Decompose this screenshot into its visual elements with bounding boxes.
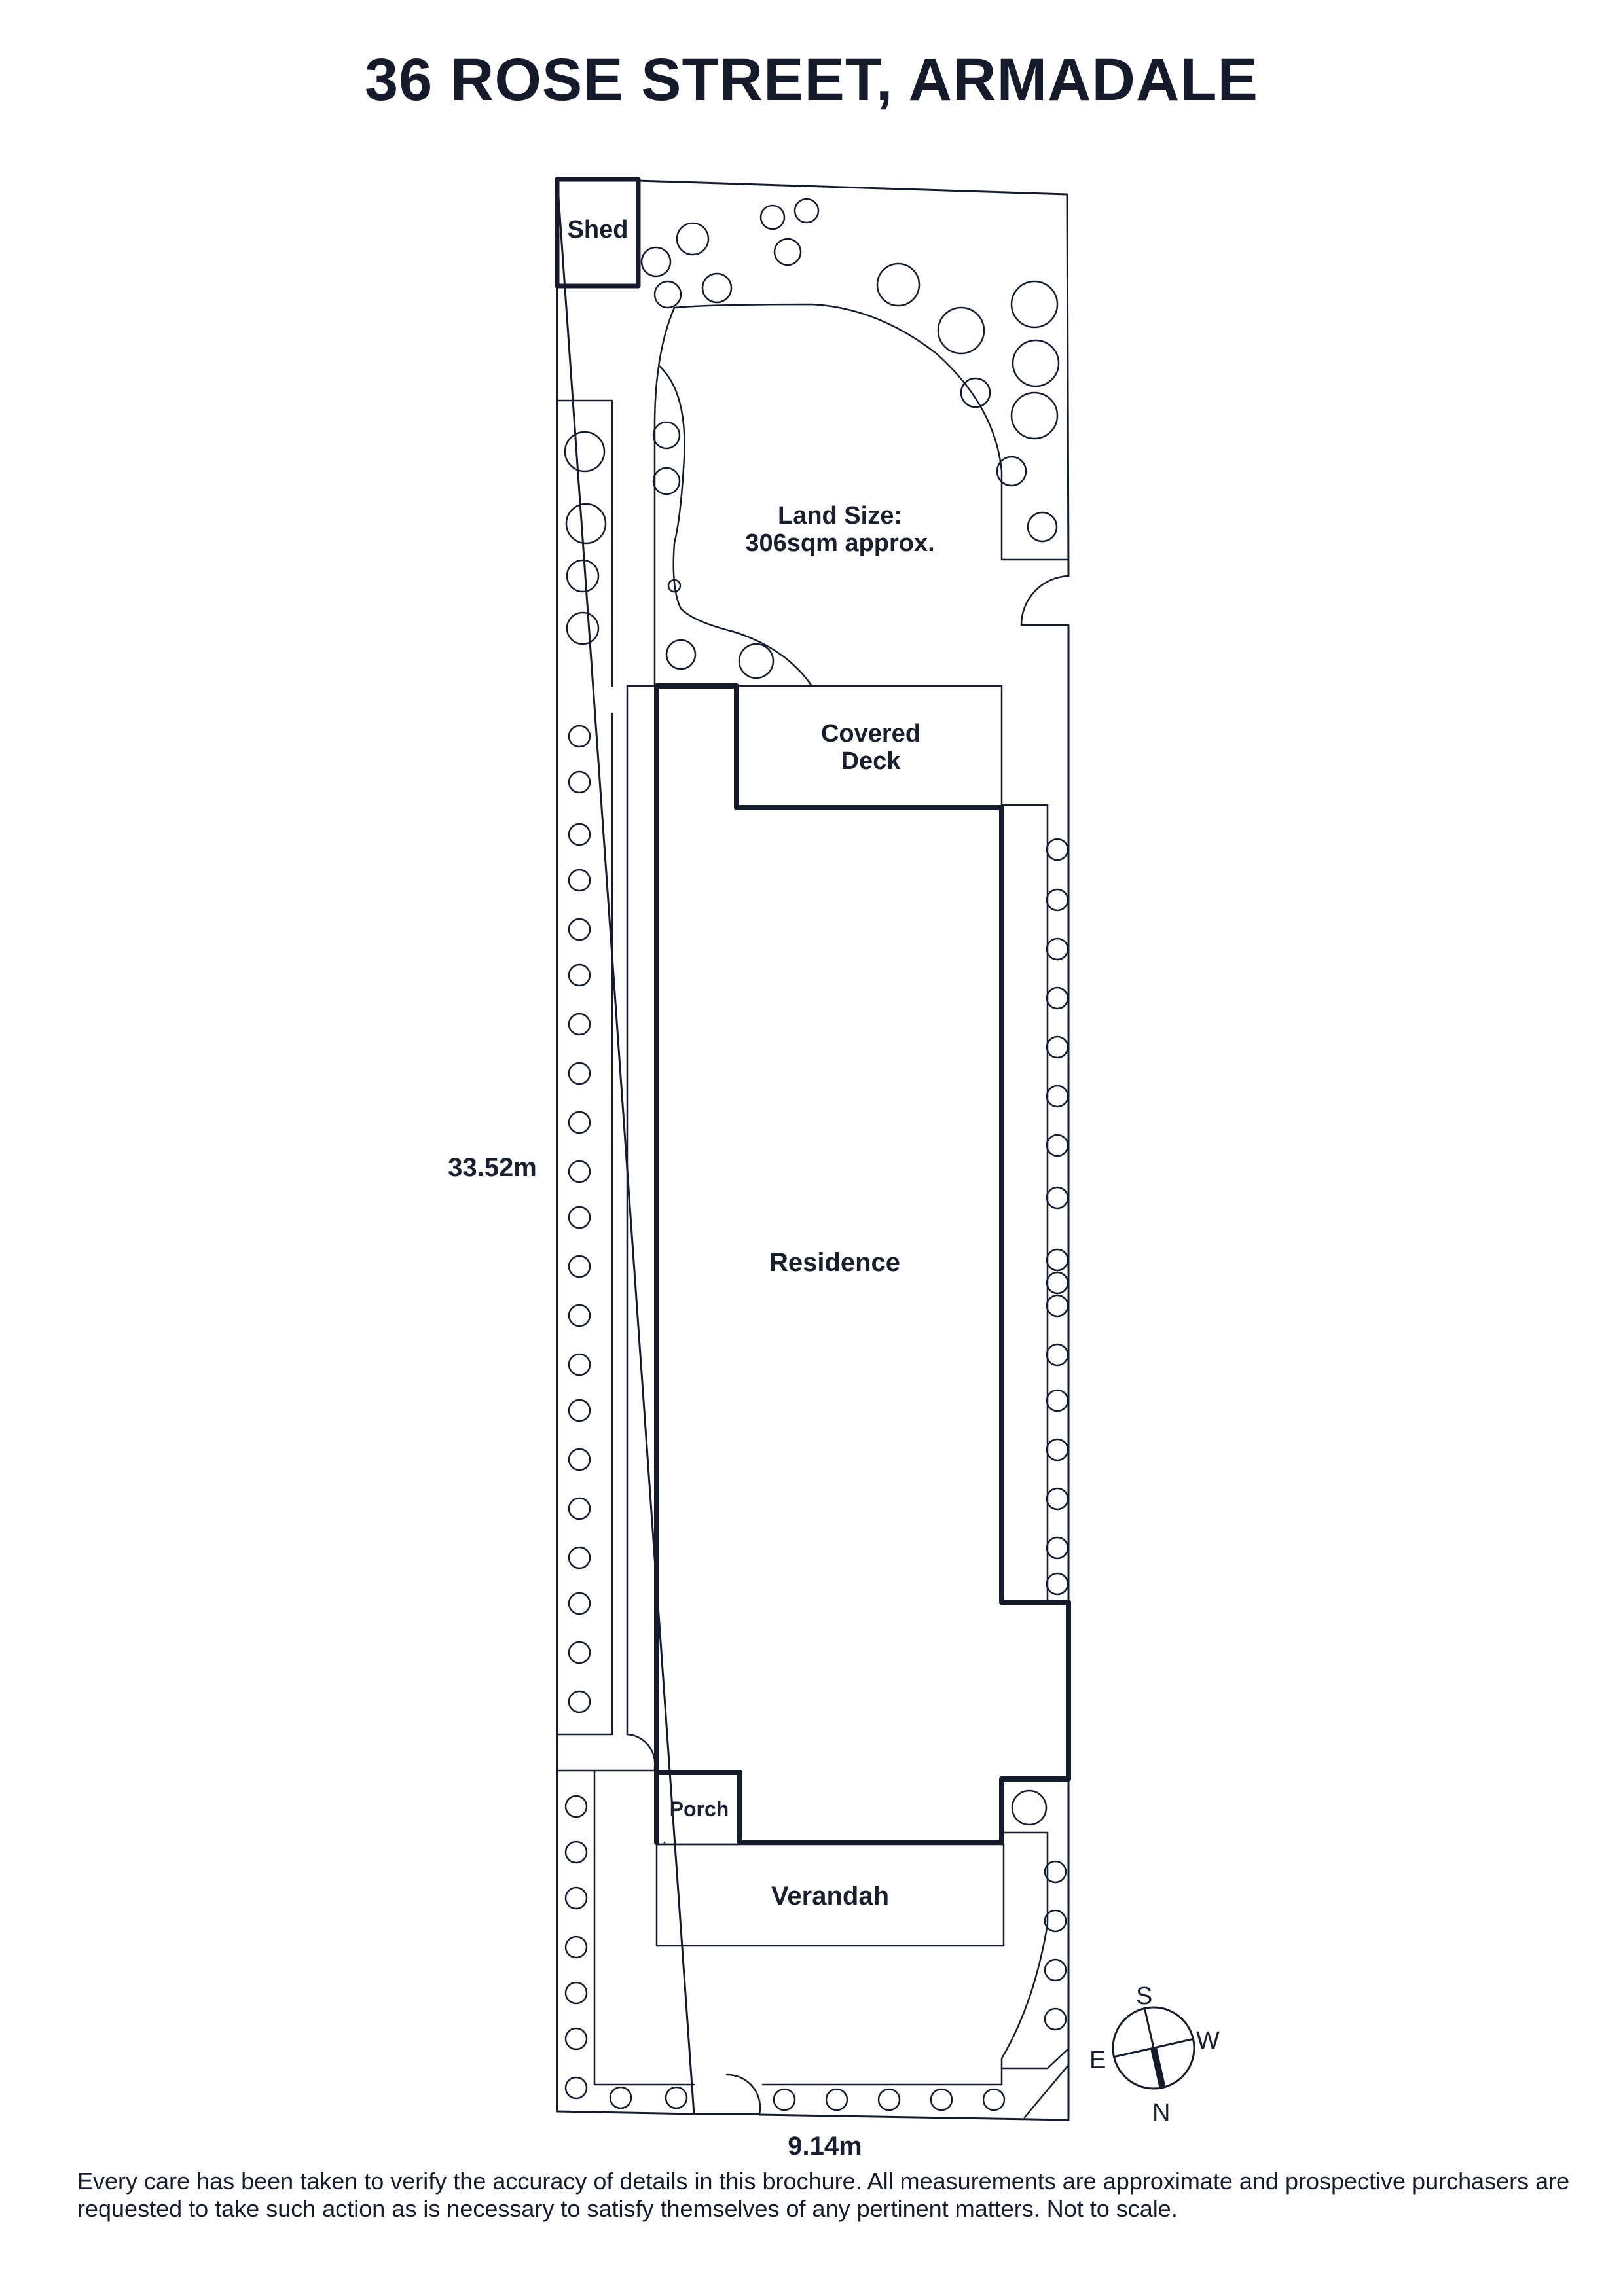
tree-icons [564, 198, 1069, 2111]
lawn-edge [653, 303, 1003, 687]
page-title: 36 ROSE STREET, ARMADALE [364, 46, 1258, 113]
verandah-label: Verandah [771, 1882, 889, 1910]
property-boundary [556, 177, 1070, 2121]
porch-label: Porch [670, 1797, 729, 1821]
garden-bed [659, 365, 813, 687]
residence-outline [654, 683, 1071, 1845]
verandah [655, 1843, 1005, 1947]
depth-dimension: 33.52m [448, 1153, 537, 1182]
compass-east: E [1089, 2047, 1106, 2074]
land-size-value: 306sqm approx. [745, 529, 934, 557]
width-dimension: 9.14m [788, 2132, 862, 2161]
shed-label: Shed [568, 216, 629, 243]
shed [555, 177, 641, 289]
covered-deck-label-2: Deck [841, 747, 902, 775]
compass-icon [1112, 2006, 1195, 2090]
compass-north: N [1152, 2099, 1170, 2126]
compass-west: W [1196, 2027, 1220, 2054]
residence-label: Residence [769, 1248, 900, 1277]
land-size-label: Land Size: [778, 502, 902, 529]
compass-south: S [1136, 1982, 1152, 2010]
disclaimer: Every care has been taken to verify the … [77, 2168, 1570, 2222]
covered-deck-label: Covered [821, 720, 921, 747]
